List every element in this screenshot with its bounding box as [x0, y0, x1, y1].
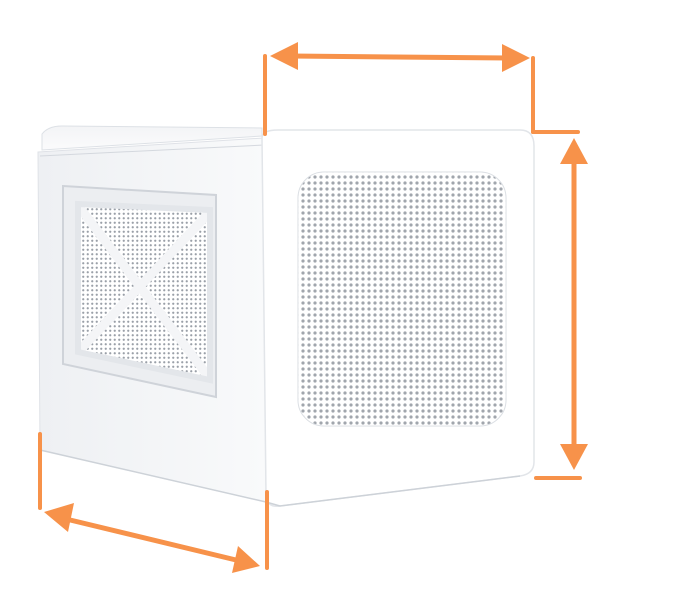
dimension-annotations — [38, 42, 588, 573]
double-arrow-vertical-icon — [560, 138, 588, 470]
side-panel-vent — [297, 171, 507, 427]
double-arrow-diagonal-icon — [44, 503, 260, 573]
wall-cabinet — [37, 125, 535, 507]
cabinet-bottom-edge — [39, 449, 521, 507]
cabinet-door-seam — [39, 144, 265, 157]
door-vent-brace-2 — [76, 210, 212, 354]
double-arrow-horizontal-icon — [270, 42, 530, 72]
cabinet-top-face — [41, 125, 263, 151]
door-vent-brace-1 — [76, 205, 212, 379]
